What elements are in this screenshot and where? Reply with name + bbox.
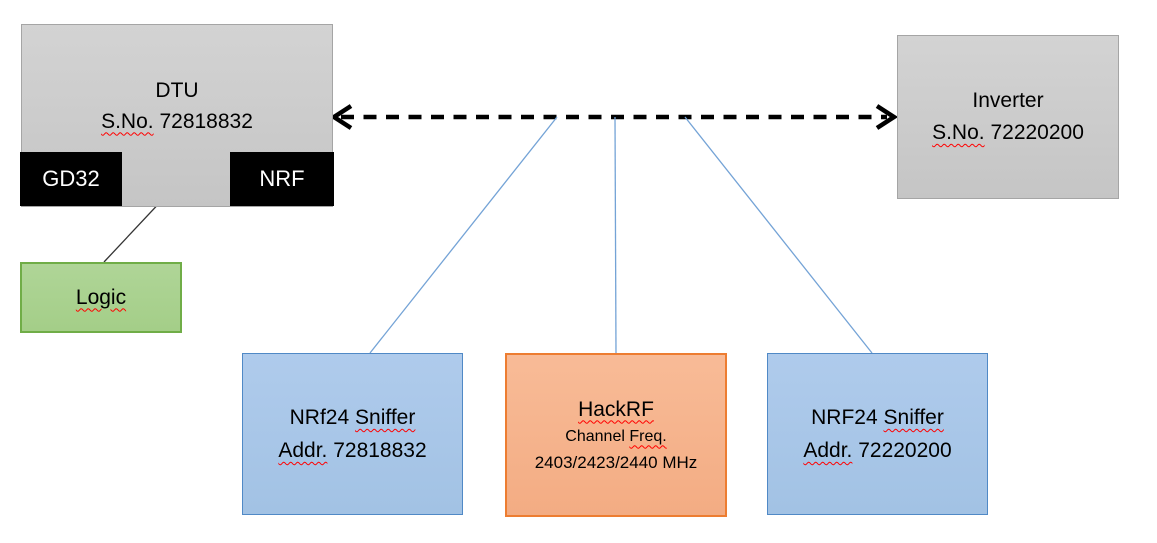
connector-hackrf <box>614 116 617 354</box>
sniffer-left-addr-label: Addr. <box>278 439 328 462</box>
sniffer-right-node: NRF24 Sniffer Addr. 72220200 <box>767 353 988 515</box>
sniffer-left-node: NRf24 Sniffer Addr. 72818832 <box>242 353 463 515</box>
sniffer-left-title-word: Sniffer <box>355 406 416 429</box>
sniffer-right-addr-label: Addr. <box>803 439 853 462</box>
inverter-serial-value: 72220200 <box>990 121 1084 144</box>
logic-node: Logic <box>20 262 182 333</box>
dtu-title: DTU <box>155 78 199 102</box>
sniffer-left-addr: Addr. 72818832 <box>278 434 426 467</box>
sniffer-left-title: NRf24 Sniffer <box>290 401 416 434</box>
hackrf-node: HackRF Channel Freq. 2403/2423/2440 MHz <box>505 353 727 517</box>
gd32-label: GD32 <box>42 166 100 191</box>
logic-label-text: Logic <box>75 285 127 309</box>
dashed-arrowhead-left-icon <box>329 104 353 130</box>
sniffer-right-addr: Addr. 72220200 <box>803 434 951 467</box>
gd32-node: GD32 <box>20 152 122 206</box>
hackrf-title-text: HackRF <box>578 397 654 421</box>
hackrf-frequencies: 2403/2423/2440 MHz <box>534 452 698 472</box>
sniffer-left-title-prefix: NRf24 <box>289 406 350 429</box>
hackrf-subtitle-prefix: Channel <box>565 427 625 445</box>
sniffer-right-title-prefix: NRF24 <box>811 406 878 429</box>
hackrf-subtitle-word: Freq. <box>629 427 667 445</box>
hackrf-subtitle: Channel Freq. <box>565 425 666 449</box>
dashed-arrowhead-right-icon <box>875 104 899 130</box>
inverter-serial: S.No. 72220200 <box>932 117 1084 149</box>
logic-label: Logic <box>76 282 126 314</box>
dtu-serial-label: S.No. <box>101 109 154 133</box>
nrf-label: NRF <box>259 166 305 191</box>
hackrf-title: HackRF <box>578 395 654 425</box>
connector-sniffer-left <box>369 116 558 354</box>
dtu-serial: S.No. 72818832 <box>101 106 253 137</box>
sniffer-left-addr-value: 72818832 <box>333 439 427 462</box>
connector-sniffer-right <box>684 116 873 354</box>
sniffer-right-title-word: Sniffer <box>883 406 944 429</box>
sniffer-right-addr-value: 72220200 <box>858 439 952 462</box>
inverter-title: Inverter <box>972 89 1044 112</box>
inverter-node: Inverter S.No. 72220200 <box>897 35 1119 199</box>
inverter-serial-label: S.No. <box>932 121 985 144</box>
nrf-node: NRF <box>230 152 334 206</box>
sniffer-right-title: NRF24 Sniffer <box>811 401 944 434</box>
dtu-serial-value: 72818832 <box>159 109 253 133</box>
